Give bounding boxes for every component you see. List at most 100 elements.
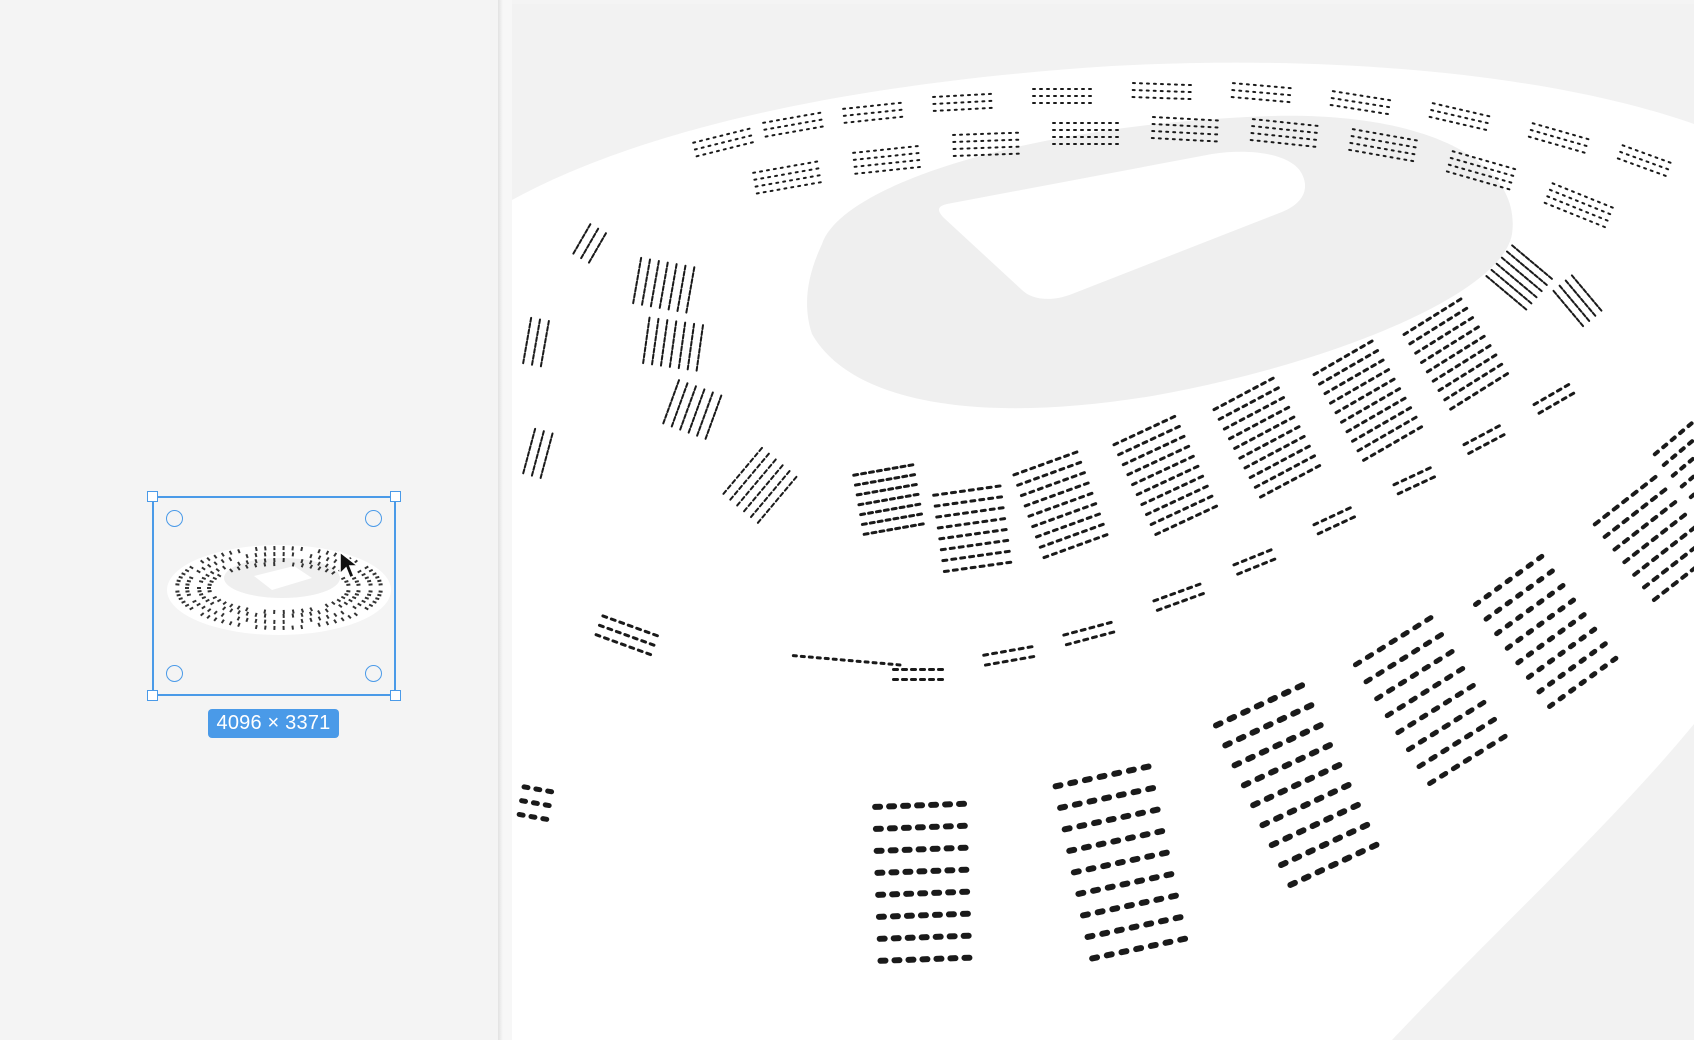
seat xyxy=(879,148,884,151)
seat xyxy=(659,360,663,367)
seat xyxy=(1165,130,1170,133)
seat xyxy=(981,107,986,110)
seat xyxy=(1305,144,1310,148)
seat xyxy=(541,430,545,437)
seat xyxy=(1529,259,1535,265)
pane-divider[interactable] xyxy=(498,0,512,1040)
seat xyxy=(885,477,893,482)
resize-handle-bottom-right[interactable] xyxy=(390,690,401,701)
thumb-seat xyxy=(356,583,361,586)
seat xyxy=(1155,470,1163,475)
seat xyxy=(1414,349,1421,355)
seat xyxy=(772,486,778,492)
rotate-handle-top-right[interactable] xyxy=(365,510,382,527)
seat xyxy=(959,154,964,157)
seat xyxy=(1145,511,1152,517)
seat xyxy=(1556,294,1561,300)
seat xyxy=(1285,128,1290,131)
seat xyxy=(1336,808,1348,817)
seat xyxy=(1466,381,1473,387)
seat xyxy=(1179,124,1184,127)
thumb-seat xyxy=(282,551,285,557)
seat xyxy=(1155,607,1163,612)
seat xyxy=(1452,325,1459,331)
resize-handle-top-right[interactable] xyxy=(390,491,401,502)
seat xyxy=(987,92,992,96)
seat-block xyxy=(842,101,904,124)
seat xyxy=(1087,143,1091,145)
seat xyxy=(1560,299,1565,305)
seat xyxy=(1552,197,1557,201)
seat-block xyxy=(1012,450,1109,560)
seat xyxy=(901,846,913,853)
seat xyxy=(525,456,529,463)
seat xyxy=(1466,682,1476,691)
seat xyxy=(1240,780,1252,789)
seat xyxy=(1621,497,1630,505)
seat xyxy=(1670,540,1678,548)
seat xyxy=(1238,454,1245,460)
seat xyxy=(1149,806,1161,814)
seat xyxy=(1456,400,1464,406)
seat xyxy=(928,823,940,830)
seat xyxy=(756,518,762,524)
seat xyxy=(1028,489,1036,494)
resize-handle-top-left[interactable] xyxy=(147,491,158,502)
seat xyxy=(1283,405,1291,411)
seat xyxy=(1622,557,1631,565)
seat xyxy=(1292,129,1297,132)
seat xyxy=(1568,391,1576,397)
seat xyxy=(705,137,710,141)
seat xyxy=(1564,303,1569,309)
seat xyxy=(1438,321,1446,327)
seat xyxy=(847,659,854,663)
seat xyxy=(521,784,531,791)
seat xyxy=(1609,205,1614,209)
seat xyxy=(956,822,968,829)
seat xyxy=(863,491,871,496)
selected-image-frame[interactable] xyxy=(147,491,401,701)
seat xyxy=(654,335,657,342)
seat xyxy=(901,678,908,681)
seat xyxy=(1584,195,1588,199)
resize-handle-bottom-left[interactable] xyxy=(147,690,158,701)
seat xyxy=(1387,429,1395,435)
seat xyxy=(916,868,928,875)
seat xyxy=(1466,176,1471,179)
seat xyxy=(1400,396,1407,402)
seat xyxy=(959,140,964,143)
seat xyxy=(908,152,913,155)
seat xyxy=(1293,425,1301,431)
rotate-handle-top-left[interactable] xyxy=(166,510,183,527)
rotate-handle-bottom-right[interactable] xyxy=(365,665,382,682)
thumb-seat xyxy=(244,607,249,612)
layers-canvas[interactable]: 4096 × 3371 xyxy=(0,0,498,1040)
seat xyxy=(1582,217,1587,221)
seat xyxy=(1051,527,1059,533)
thumb-seat xyxy=(215,567,220,573)
seat xyxy=(1089,525,1097,531)
seat xyxy=(1527,299,1533,305)
thumb-seat xyxy=(185,587,189,589)
seat xyxy=(597,623,605,629)
seat xyxy=(779,166,784,169)
thumb-seat xyxy=(254,558,258,564)
seat xyxy=(1446,316,1453,322)
seat-block xyxy=(1032,88,1092,104)
seat-block xyxy=(1329,90,1392,116)
rotate-handle-bottom-left[interactable] xyxy=(166,665,183,682)
seat xyxy=(741,136,746,139)
seat xyxy=(980,139,985,142)
seat xyxy=(1073,129,1077,131)
seat xyxy=(1679,464,1687,471)
seat xyxy=(1342,404,1349,410)
seat xyxy=(1001,132,1006,135)
seat xyxy=(648,642,656,647)
seat xyxy=(764,135,769,138)
seat xyxy=(1420,358,1427,364)
seat xyxy=(733,490,739,496)
seat xyxy=(1358,433,1366,439)
seat xyxy=(1066,129,1070,131)
seat xyxy=(643,346,647,353)
seat xyxy=(1536,664,1545,673)
